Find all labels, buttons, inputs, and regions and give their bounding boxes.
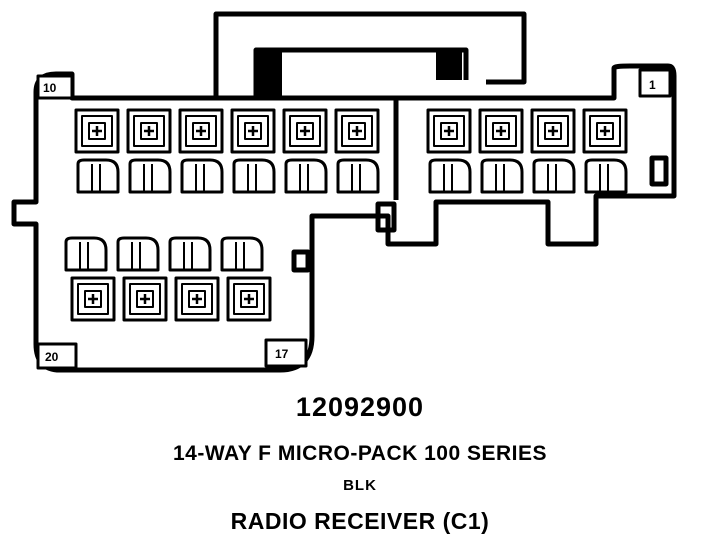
terminal-cavity [530, 108, 576, 154]
terminal-cavity [70, 276, 116, 322]
pin-label-10: 10 [43, 81, 57, 95]
terminal-cavity [126, 108, 172, 154]
pin-label-20: 20 [45, 350, 59, 364]
terminal-lock [428, 158, 472, 194]
terminal-lock [76, 158, 120, 194]
housing-keys [291, 100, 669, 273]
pin-label-17: 17 [275, 347, 289, 361]
part-number: 12092900 [295, 392, 425, 422]
terminal-lock [128, 158, 172, 194]
terminal-lock [480, 158, 524, 194]
terminal-lock [284, 158, 328, 194]
pin-label-20-group: 20 [36, 342, 78, 370]
connector-latch [213, 11, 527, 100]
connector-name: RADIO RECEIVER (C1) [230, 508, 490, 534]
terminal-cavity [122, 276, 168, 322]
terminal-cavities [64, 108, 628, 322]
terminal-cavity [334, 108, 380, 154]
connector-description: 14-WAY F MICRO-PACK 100 SERIES [172, 442, 548, 465]
terminal-cavity [582, 108, 628, 154]
terminal-cavity [478, 108, 524, 154]
terminal-lock [584, 158, 628, 194]
terminal-lock [168, 236, 212, 272]
terminal-cavity [178, 108, 224, 154]
terminal-cavity [74, 108, 120, 154]
connector-color: BLK [343, 477, 377, 494]
terminal-cavity [230, 108, 276, 154]
pin-label-17-group: 17 [264, 338, 308, 368]
terminal-lock [220, 236, 264, 272]
terminal-cavity [426, 108, 472, 154]
terminal-lock [336, 158, 380, 194]
pin-label-10-group: 10 [36, 74, 74, 100]
terminal-cavity [282, 108, 328, 154]
terminal-lock [116, 236, 160, 272]
pin-label-1-group: 1 [638, 68, 672, 98]
terminal-lock [64, 236, 108, 272]
terminal-lock [180, 158, 224, 194]
terminal-cavity [174, 276, 220, 322]
pin-label-1: 1 [649, 78, 656, 92]
terminal-lock [532, 158, 576, 194]
terminal-lock [232, 158, 276, 194]
terminal-cavity [226, 276, 272, 322]
